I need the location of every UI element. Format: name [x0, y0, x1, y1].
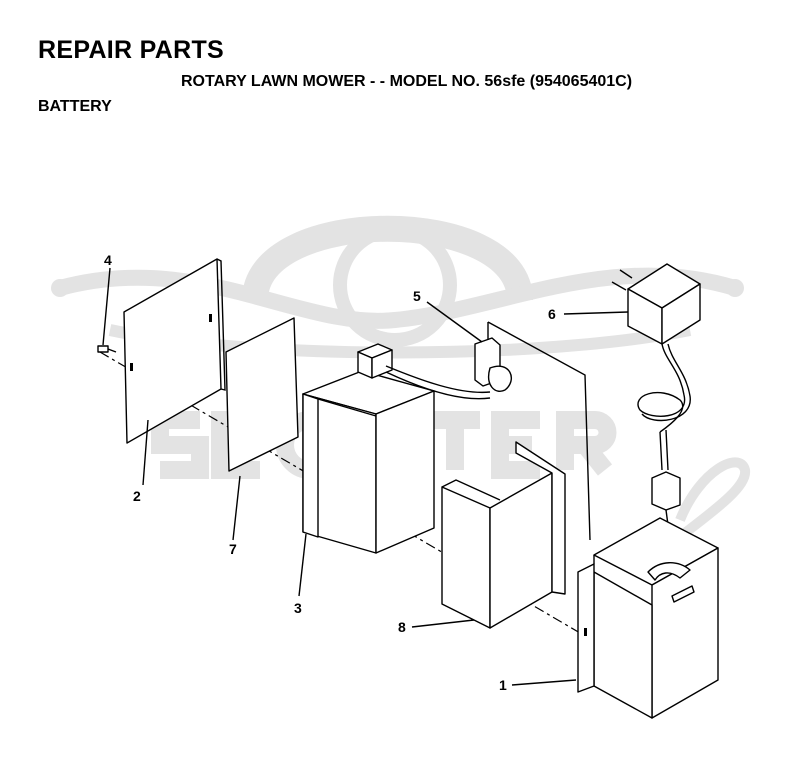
part-6-charger: [611, 263, 701, 526]
mount-bracket-outline: [487, 321, 591, 541]
callout-1: 1: [499, 677, 507, 693]
callout-3: 3: [294, 600, 302, 616]
part-8-support-bracket: [441, 441, 566, 629]
callout-6: 6: [548, 306, 556, 322]
part-4-screw: [97, 345, 117, 353]
section-title: BATTERY: [38, 98, 112, 115]
part-5-wire-harness: [357, 337, 512, 400]
part-1-battery-box: [577, 517, 719, 719]
callout-7: 7: [229, 541, 237, 557]
part-3-battery: [302, 370, 435, 554]
callout-8: 8: [398, 619, 406, 635]
part-7-pad: [225, 317, 299, 472]
callout-5: 5: [413, 288, 421, 304]
page-title: REPAIR PARTS: [38, 36, 225, 64]
leader-lines: [102, 267, 629, 686]
model-subtitle: ROTARY LAWN MOWER - - MODEL NO. 56sfe (9…: [181, 73, 633, 90]
callout-4: 4: [104, 252, 112, 268]
part-2-top-plate: [123, 258, 226, 444]
callout-2: 2: [133, 488, 141, 504]
